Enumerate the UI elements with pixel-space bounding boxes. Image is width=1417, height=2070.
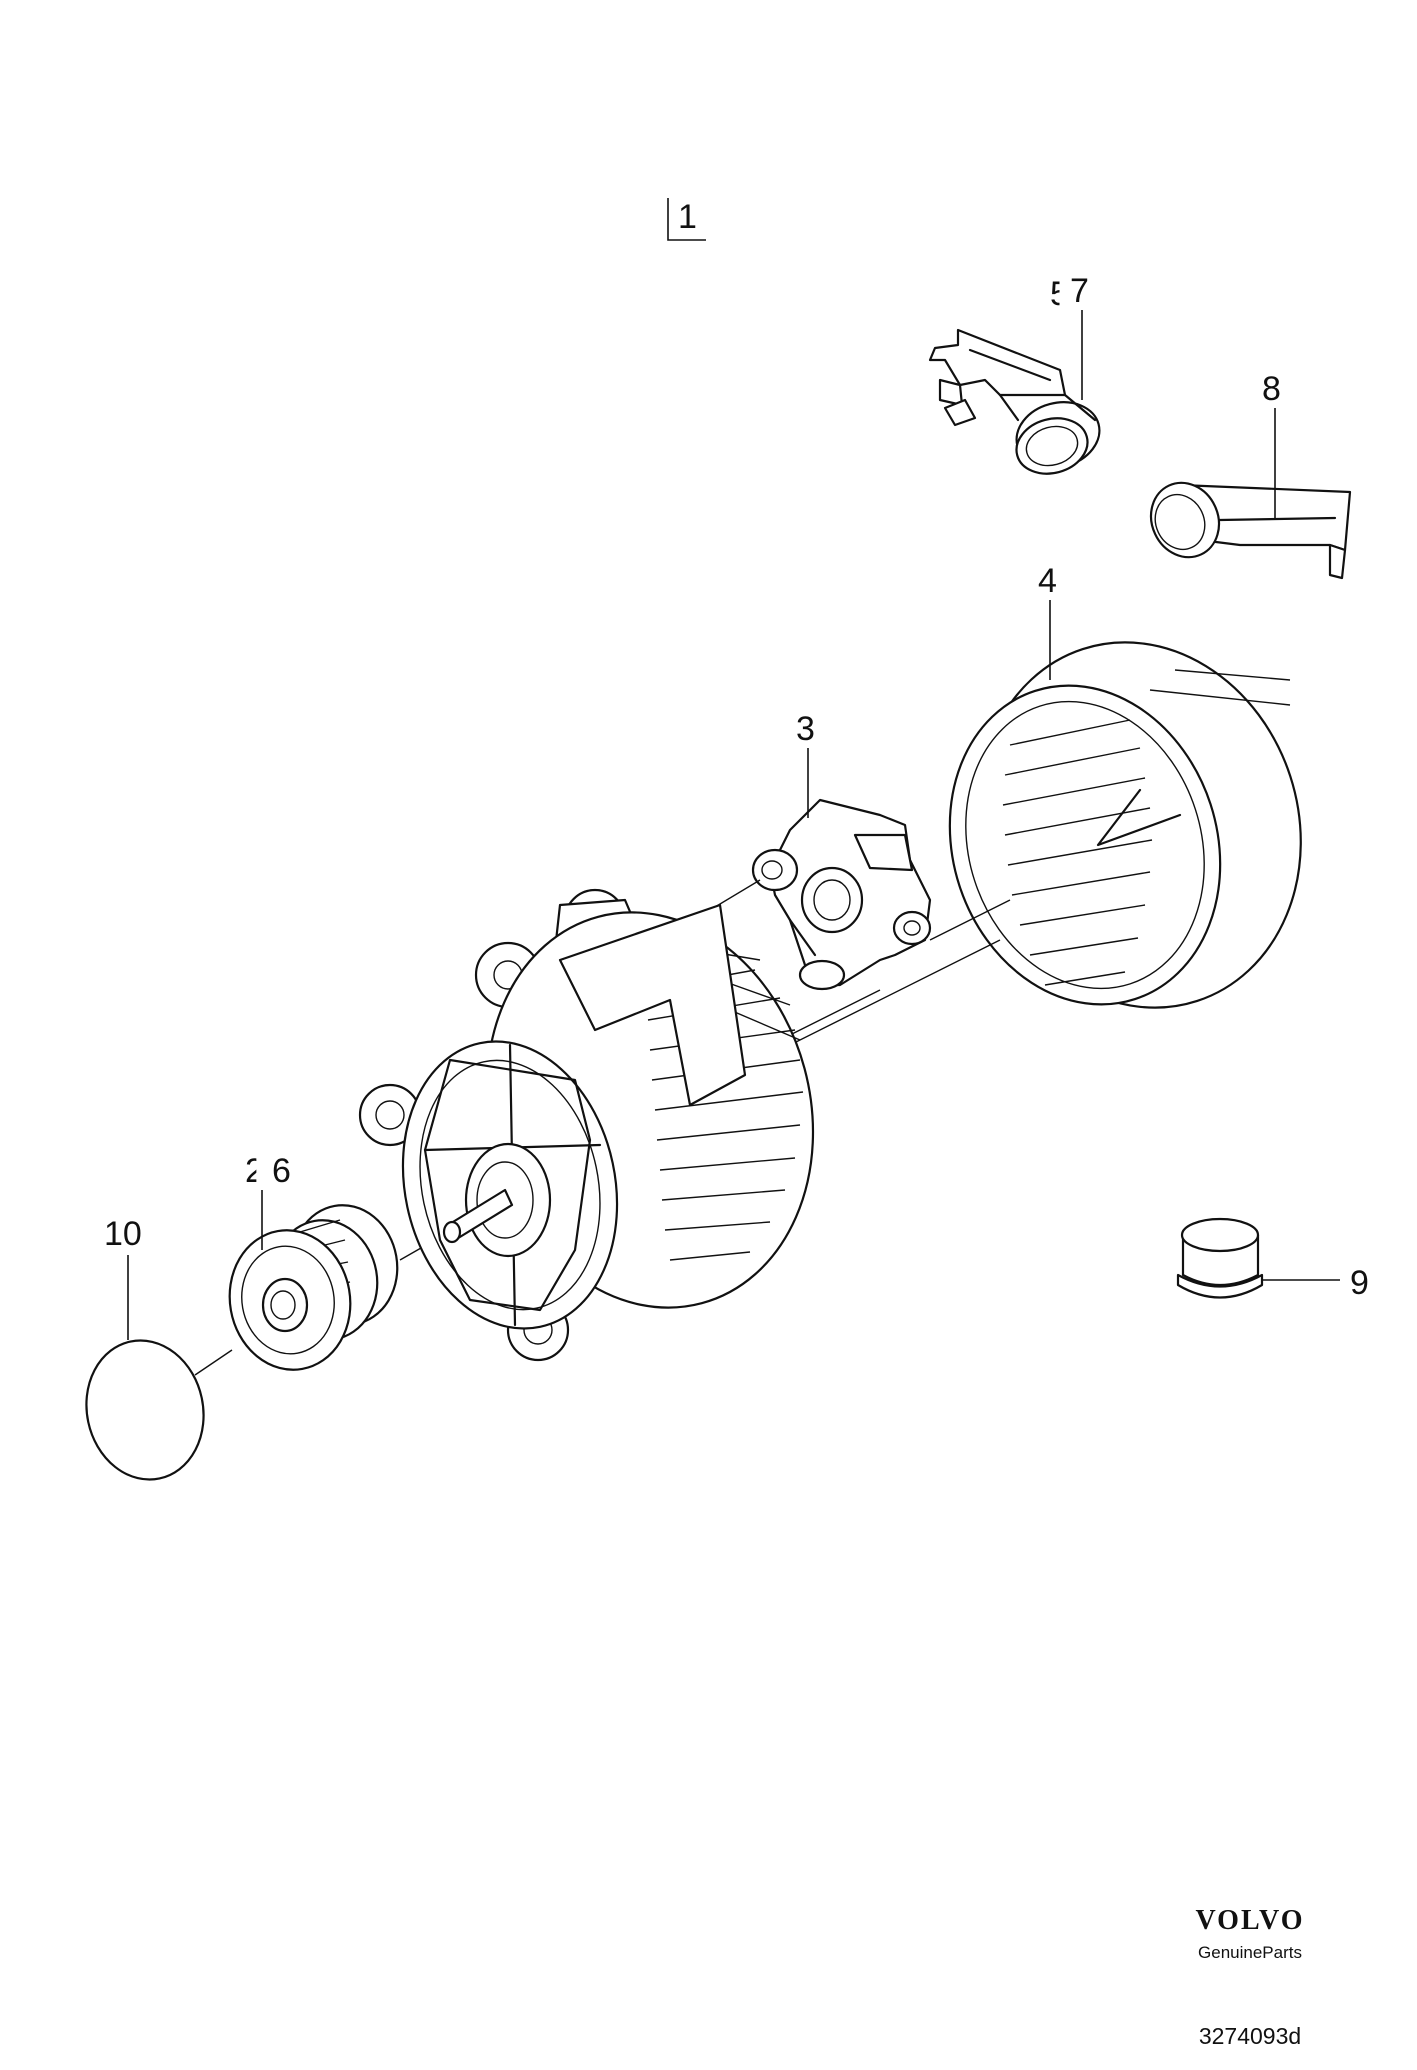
callout-5-label: 5 bbox=[1050, 275, 1069, 313]
callout-1-label: 1 bbox=[678, 198, 697, 236]
callout-10-label: 10 bbox=[104, 1215, 142, 1253]
callout-3[interactable]: 3 bbox=[796, 710, 815, 818]
part-regulator-3[interactable] bbox=[751, 798, 932, 991]
callout-1[interactable]: 1 bbox=[667, 198, 706, 241]
callout-9-label: 9 bbox=[1350, 1264, 1369, 1302]
part-rear-cover-fins bbox=[1002, 669, 1291, 986]
volvo-brand-block: VOLVO GenuineParts bbox=[1150, 1905, 1350, 1963]
figure-reference-number: 3274093d bbox=[1198, 2023, 1302, 2049]
callout-6[interactable]: 6 bbox=[272, 1152, 291, 1190]
part-rear-cover-4[interactable] bbox=[909, 600, 1347, 1050]
volvo-logo: VOLVO bbox=[1195, 1905, 1305, 1936]
callout-9[interactable]: 9 bbox=[1262, 1264, 1369, 1302]
callout-5[interactable]: 5 bbox=[1050, 275, 1069, 313]
callout-7-label: 7 bbox=[1070, 272, 1089, 310]
callout-7[interactable]: 7 bbox=[1070, 272, 1089, 400]
callout-4[interactable]: 4 bbox=[1038, 562, 1057, 680]
callout-2[interactable]: 2 bbox=[245, 1152, 264, 1250]
part-bracket-8[interactable] bbox=[1139, 472, 1352, 580]
callout-6-label: 6 bbox=[272, 1152, 291, 1190]
part-nut-cap-9[interactable] bbox=[1176, 1217, 1264, 1299]
callout-3-label: 3 bbox=[796, 710, 815, 748]
genuine-parts-tagline: GenuineParts bbox=[1198, 1943, 1302, 1962]
callout-8-label: 8 bbox=[1262, 370, 1281, 408]
callout-4-label: 4 bbox=[1038, 562, 1057, 600]
callout-2-label: 2 bbox=[245, 1152, 264, 1190]
callout-8[interactable]: 8 bbox=[1262, 370, 1281, 520]
part-alternator-body[interactable] bbox=[358, 875, 856, 1362]
part-cap-10[interactable] bbox=[74, 1329, 217, 1490]
part-pulley-2-6[interactable] bbox=[219, 1197, 407, 1379]
part-cover-5-7[interactable] bbox=[928, 328, 1107, 481]
callout-10[interactable]: 10 bbox=[104, 1215, 142, 1340]
